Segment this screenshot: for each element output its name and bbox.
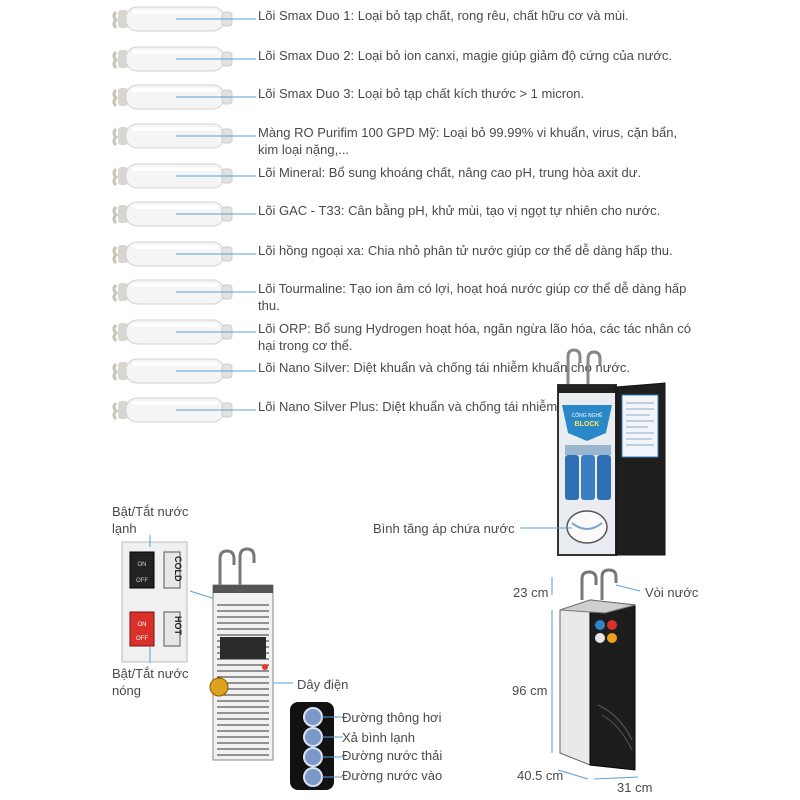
filter-row: [110, 119, 258, 159]
filter-cartridge-icon: [112, 241, 256, 267]
filter-row: [110, 159, 258, 199]
filter-cartridges-blue: [565, 445, 611, 500]
cabinet-banner-badge: CÔNG NGHỆ BLOCK: [562, 405, 612, 441]
filter-row: [110, 197, 258, 237]
faucet-icon: [566, 348, 602, 385]
cold-switch-on-text: ON: [138, 562, 147, 568]
port-label-waste: Đường nước thải: [342, 748, 443, 763]
power-cord-label: Dây điện: [297, 677, 349, 692]
cabinet-door: [615, 382, 666, 556]
cold-switch-label: Bật/Tắt nước lạnh: [112, 504, 189, 536]
front-panel-controls: [595, 620, 617, 643]
filter-cartridge-icon: [112, 358, 256, 384]
filter-cartridge-icon: [112, 6, 256, 32]
svg-text:HOT: HOT: [173, 616, 183, 636]
switch-panel-illustration: ON OFF COLD ON OFF HOT: [121, 541, 188, 663]
filter-label: Lõi ORP: Bổ sung Hydrogen hoạt hóa, ngăn…: [258, 321, 691, 353]
cold-switch-off-text: OFF: [136, 578, 148, 584]
filter-cartridge-icon: [112, 46, 256, 72]
switch-pointers: [149, 535, 216, 663]
pressure-tank-icon: [566, 510, 608, 544]
filter-row: [110, 393, 258, 433]
filter-label: Lõi hồng ngoại xa: Chia nhỏ phân tử nước…: [258, 243, 673, 258]
hot-switch: ON OFF: [129, 611, 155, 647]
power-cord-coil: [209, 677, 229, 697]
filter-row: [110, 80, 258, 120]
filter-cartridge-icon: [112, 319, 256, 345]
hot-badge: HOT: [163, 611, 183, 647]
faucet-label: Vòi nước: [645, 585, 699, 600]
cold-switch: ON OFF: [129, 551, 155, 589]
dimension-top: 23 cm: [513, 585, 549, 600]
filter-cartridge-icon: [112, 163, 256, 189]
filter-label: Lõi GAC - T33: Cân bằng pH, khử mùi, tạo…: [258, 203, 661, 218]
port-panel-illustration: [290, 702, 343, 790]
back-view-illustration: [209, 547, 293, 761]
dimension-illustration: [551, 568, 641, 780]
svg-text:COLD: COLD: [173, 556, 183, 582]
filter-row: [110, 237, 258, 277]
filter-label: Lõi Mineral: Bổ sung khoáng chất, nâng c…: [258, 165, 642, 180]
hot-switch-on-text: ON: [138, 622, 147, 628]
port-label-vent: Đường thông hơi: [342, 710, 442, 725]
hot-switch-off-text: OFF: [136, 636, 148, 642]
port-icons: [303, 707, 323, 787]
filter-cartridge-icon: [112, 201, 256, 227]
tank-label: Bình tăng áp chứa nước: [373, 521, 515, 536]
dimension-width: 31 cm: [617, 780, 653, 795]
svg-text:CÔNG NGHỆ: CÔNG NGHỆ: [572, 411, 604, 419]
cold-badge: COLD: [163, 551, 183, 589]
faucet-icon: [218, 547, 256, 585]
dimension-height: 96 cm: [512, 683, 548, 698]
filter-label: Màng RO Purifim 100 GPD Mỹ: Loại bỏ 99.9…: [258, 125, 678, 157]
filter-row: [110, 275, 258, 315]
svg-text:BLOCK: BLOCK: [575, 421, 600, 428]
filter-label: Lõi Smax Duo 3: Loại bỏ tạp chất kích th…: [258, 86, 585, 101]
filter-row: [110, 2, 258, 42]
filter-cartridge-icon: [112, 279, 256, 305]
hot-switch-label: Bật/Tắt nước nóng: [112, 666, 189, 698]
filter-label: Lõi Smax Duo 2: Loại bỏ ion canxi, magie…: [258, 48, 672, 63]
filter-cartridge-icon: [112, 123, 256, 149]
port-label-inlet: Đường nước vào: [342, 768, 443, 783]
filter-cartridge-icon: [112, 397, 256, 423]
filter-cartridge-icon: [112, 84, 256, 110]
filter-label: Lõi Smax Duo 1: Loại bỏ tạp chất, rong r…: [258, 8, 629, 23]
filter-row: [110, 42, 258, 82]
open-cabinet-illustration: CÔNG NGHỆ BLOCK: [520, 348, 666, 556]
dimension-depth: 40.5 cm: [517, 768, 564, 783]
filter-row: [110, 354, 258, 394]
port-label-drain-cold: Xả bình lạnh: [342, 730, 416, 745]
faucet-icon: [580, 568, 618, 600]
filter-label: Lõi Nano Silver: Diệt khuẩn và chống tái…: [258, 360, 631, 375]
filter-row: [110, 315, 258, 355]
filter-label: Lõi Tourmaline: Tạo ion âm có lợi, hoạt …: [258, 281, 687, 313]
